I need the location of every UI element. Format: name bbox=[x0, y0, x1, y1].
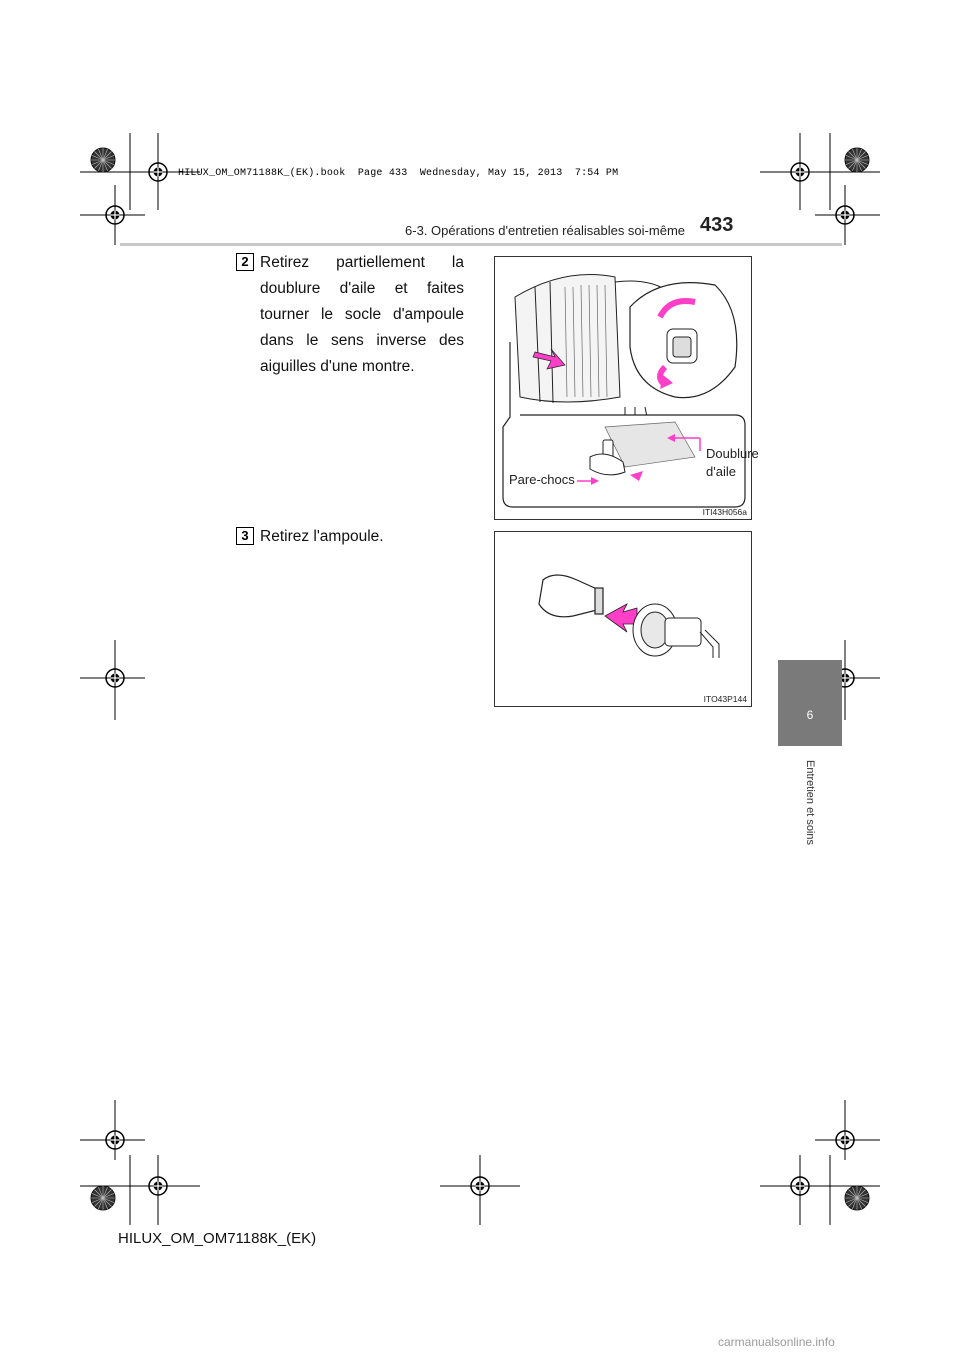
footer-text: HILUX_OM_OM71188K_(EK) bbox=[118, 1230, 317, 1247]
figure-2-code: ITO43P144 bbox=[703, 694, 747, 704]
chapter-label: Entretien et soins bbox=[804, 760, 816, 845]
figure-bulb-removal: ITO43P144 bbox=[494, 531, 752, 707]
step-3-text: Retirez l'ampoule. bbox=[260, 528, 384, 545]
figure-1-code: ITI43H056a bbox=[702, 507, 747, 517]
step-2-text: Retirez partiellement la doublure d'aile… bbox=[260, 254, 464, 375]
page-number: 433 bbox=[700, 214, 734, 236]
section-title: 6-3. Opérations d'entretien réalisables … bbox=[405, 223, 685, 238]
header-rule bbox=[120, 243, 842, 246]
watermark: carmanualsonline.info bbox=[718, 1335, 835, 1349]
step-number-2: 2 bbox=[236, 253, 254, 271]
figure-fender-liner: Doublure d'aile Pare-chocs ITI43H056a bbox=[494, 256, 759, 520]
fender-liner-illustration bbox=[502, 274, 746, 508]
label-doublure: Doublure d'aile bbox=[706, 446, 759, 479]
bulb-removal-illustration bbox=[538, 574, 720, 658]
label-pare-chocs: Pare-chocs bbox=[509, 472, 575, 487]
chapter-tab bbox=[778, 660, 842, 746]
book-info-line: HILUX_OM_OM71188K_(EK).book Page 433 Wed… bbox=[178, 168, 619, 179]
step-number-3: 3 bbox=[236, 527, 254, 545]
chapter-number: 6 bbox=[806, 708, 814, 722]
